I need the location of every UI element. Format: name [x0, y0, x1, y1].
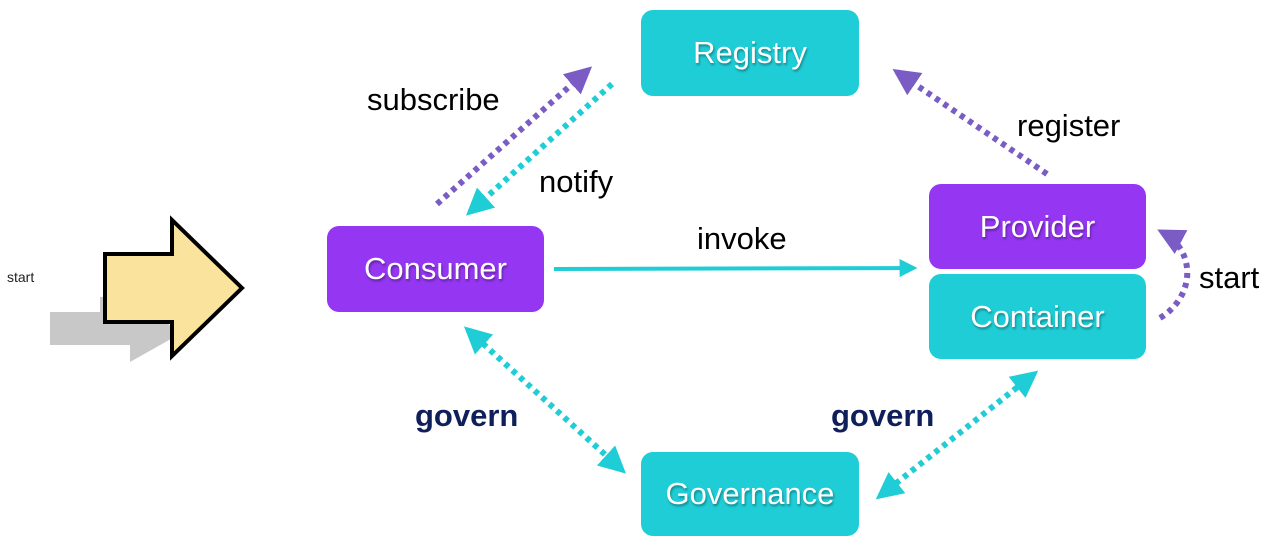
governance-label: Governance [665, 476, 835, 511]
govern-consumer-label: govern [415, 398, 519, 433]
consumer-label: Consumer [364, 251, 507, 286]
invoke-label: invoke [697, 221, 787, 256]
subscribe-label: subscribe [367, 82, 500, 117]
register-edge [892, 68, 1049, 177]
register-label: register [1017, 108, 1121, 143]
subscribe-edge [435, 66, 593, 207]
consumer-node: Consumer [327, 226, 544, 312]
govern-container-label: govern [831, 398, 935, 433]
start-container-label: start [1199, 260, 1260, 295]
notify-edge [465, 81, 615, 216]
start-container-edge [1157, 229, 1191, 321]
registry-node: Registry [641, 10, 859, 96]
provider-node: Provider [929, 184, 1146, 269]
provider-label: Provider [979, 208, 1096, 244]
start-marker-label: start [7, 269, 35, 285]
governance-node: Governance [641, 452, 859, 536]
start-arrow-body [103, 215, 245, 361]
notify-label: notify [539, 164, 614, 199]
container-label: Container [970, 298, 1105, 334]
invoke-edge [553, 259, 918, 278]
container-node: Container [929, 274, 1146, 359]
govern-consumer-edge [464, 326, 626, 474]
registry-label: Registry [693, 35, 807, 70]
govern-container-edge [875, 370, 1039, 500]
start-block-arrow-icon [50, 215, 245, 362]
